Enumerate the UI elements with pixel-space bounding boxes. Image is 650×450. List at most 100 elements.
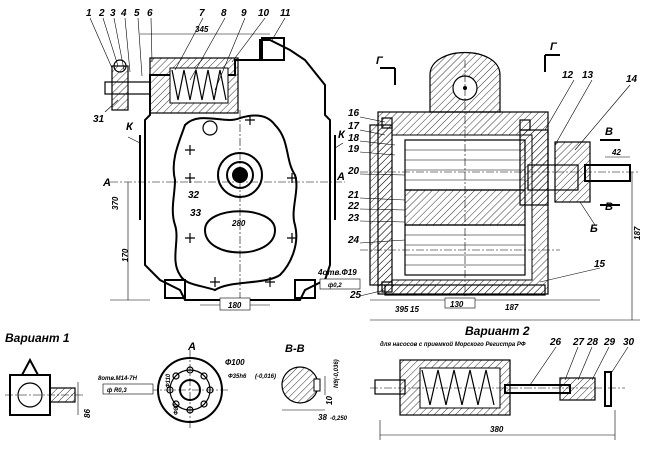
- part-20: 20: [347, 166, 360, 177]
- cover-bolts: [185, 115, 297, 287]
- dim-370: 370: [111, 196, 120, 210]
- top-part-numbers: 1 2 3 4 5 6 7 8 9 10 11 31 32 33: [86, 8, 291, 219]
- part-33: 33: [190, 208, 202, 219]
- part-14: 14: [626, 74, 638, 85]
- dim-d35-tol: (-0,016): [255, 374, 276, 380]
- valve-nut: [111, 65, 129, 111]
- dim-holes-left: 4отв.Ф19: [317, 268, 357, 277]
- variant1-top-cap: [21, 357, 39, 376]
- variant2-handwheel: [604, 371, 612, 407]
- dim-345: 345: [195, 25, 209, 34]
- right-foot: [294, 279, 316, 299]
- drive-shaft: [232, 167, 248, 183]
- section-bolts: [381, 117, 531, 293]
- variant2-nut: [559, 377, 596, 401]
- indicator-plug: [202, 120, 218, 136]
- part-5: 5: [134, 8, 140, 19]
- view-a-title: А: [187, 341, 196, 353]
- part-28: 28: [586, 337, 599, 348]
- variant1: Вариант 1 86: [5, 331, 92, 418]
- dim-15: 15: [410, 305, 419, 314]
- letter-v-bottom: В: [605, 201, 613, 213]
- part-30: 30: [623, 337, 635, 348]
- variant2-spring: [421, 369, 495, 406]
- dim-d100: Ф100: [225, 358, 245, 367]
- variant2: Вариант 2 для насосов с приемкой Морског…: [370, 324, 635, 440]
- left-cover: [369, 124, 393, 286]
- cover-plate: [171, 114, 298, 292]
- dim-42: 42: [611, 148, 621, 157]
- part-24: 24: [347, 235, 360, 246]
- valve-cap: [113, 59, 127, 73]
- dim-280: 280: [231, 219, 246, 228]
- section-part-numbers: 12 13 14 16 17 18 19 20 21 22 23 24 25 1…: [347, 70, 638, 301]
- part-27: 27: [572, 337, 585, 348]
- variant2-leaders: [529, 346, 629, 386]
- variant2-cap: [374, 379, 406, 395]
- letter-g-left: Г: [376, 55, 384, 67]
- part-3: 3: [110, 8, 116, 19]
- dim-130: 130: [450, 300, 464, 309]
- part-22: 22: [347, 201, 360, 212]
- section-dimensions: 395 15 130 187 187 42: [370, 148, 642, 321]
- section-letters-right: Г Г В В Б: [376, 41, 620, 235]
- dim-holes-a: 8отв.М14-7Н: [98, 376, 138, 382]
- part-8: 8: [221, 8, 227, 19]
- right-bearing-cover: [519, 129, 549, 206]
- section-leaders: [359, 79, 631, 297]
- part-12: 12: [562, 70, 574, 81]
- dim-180: 180: [228, 301, 242, 310]
- dim-38: 38: [318, 413, 327, 422]
- driven-gear-outline: [203, 210, 277, 254]
- letter-a-right: А: [336, 171, 345, 183]
- view-bb: В-В 10 N9(-0,036) 38 -0,250: [281, 343, 348, 422]
- dim-10: 10: [325, 396, 334, 405]
- variant1-title: Вариант 1: [5, 331, 70, 345]
- variant1-bore: [17, 382, 43, 408]
- part-4: 4: [120, 8, 127, 19]
- dim-187-right: 187: [633, 226, 642, 240]
- part-2: 2: [98, 8, 105, 19]
- view-a: А 8отв.М14-7Н ф R0,3 Ф100 Ф35h6 (-0,016)…: [98, 341, 276, 430]
- dim-38-tol: -0,250: [330, 416, 348, 422]
- part-17: 17: [348, 121, 360, 132]
- part-1: 1: [86, 8, 92, 19]
- dim-86: 86: [83, 409, 92, 418]
- letter-b: Б: [590, 223, 598, 235]
- part-32: 32: [188, 190, 200, 201]
- letter-k-left: К: [126, 121, 134, 133]
- front-section-letters: А А К К: [102, 121, 346, 189]
- dim-tol-a: ф R0,3: [107, 387, 127, 394]
- part-18: 18: [348, 133, 360, 144]
- dim-170: 170: [121, 248, 130, 262]
- part-23: 23: [347, 213, 360, 224]
- front-dimensions: 345 370 170 280 180 4отв.Ф19 ф0,2: [110, 25, 361, 311]
- section-view: [360, 51, 640, 300]
- letter-k-right: К: [338, 129, 346, 141]
- view-bb-title: В-В: [285, 343, 305, 355]
- dim-d80: Ф80: [174, 403, 180, 415]
- front-body-outline: [144, 39, 331, 301]
- part-9: 9: [241, 8, 247, 19]
- variant2-title: Вариант 2: [465, 324, 530, 338]
- letter-a-left: А: [102, 177, 111, 189]
- top-leaders: [89, 17, 286, 113]
- dim-d110: Ф110: [166, 373, 172, 388]
- part-15: 15: [594, 259, 606, 270]
- dim-395: 395: [395, 305, 409, 314]
- dim-tol-left: ф0,2: [328, 282, 342, 289]
- dim-d35: Ф35h6: [228, 374, 247, 380]
- drive-shaft-end: [584, 164, 631, 182]
- part-6: 6: [147, 8, 153, 19]
- part-19: 19: [348, 144, 360, 155]
- letter-g-right: Г: [550, 41, 558, 53]
- part-7: 7: [199, 8, 205, 19]
- part-13: 13: [582, 70, 594, 81]
- part-26: 26: [549, 337, 562, 348]
- part-11: 11: [280, 8, 291, 19]
- front-view: [104, 37, 345, 310]
- part-16: 16: [348, 108, 360, 119]
- dim-187-bottom: 187: [505, 303, 519, 312]
- part-25: 25: [349, 290, 362, 301]
